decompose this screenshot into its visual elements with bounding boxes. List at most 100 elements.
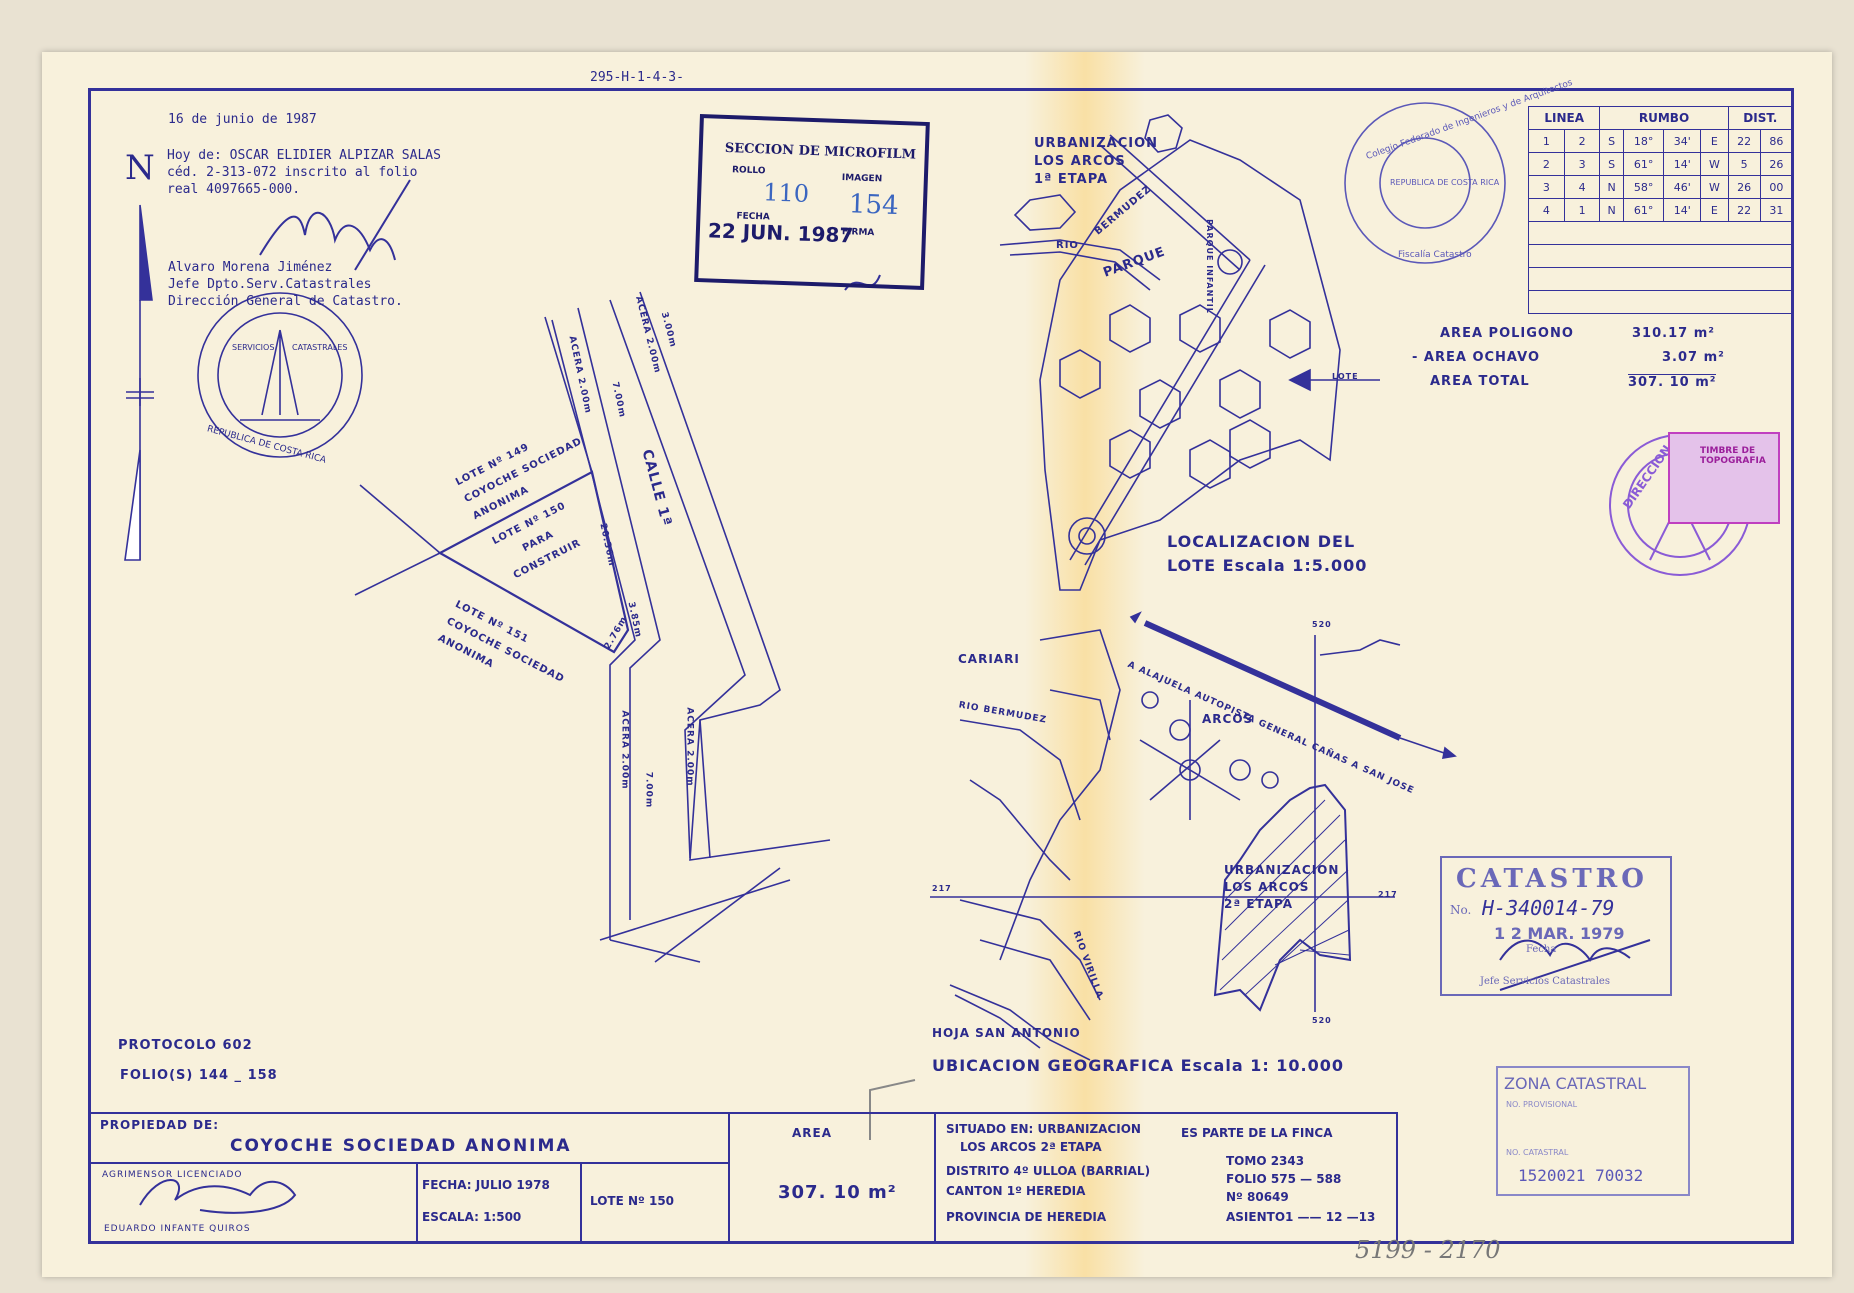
official-title-2: Dirección General de Catastro.: [168, 294, 403, 309]
propiedad-value: COYOCHE SOCIEDAD ANONIMA: [230, 1136, 572, 1156]
colegio-seal: [1344, 102, 1506, 264]
table-header: DIST.: [1727, 106, 1794, 130]
protocolo-line-1: PROTOCOLO 602: [118, 1038, 253, 1053]
official-name: Alvaro Morena Jiménez: [168, 260, 333, 275]
area-poligono-value: 310.17 m²: [1632, 326, 1715, 341]
situado-line-2: LOS ARCOS 2ª ETAPA: [960, 1140, 1102, 1154]
catastro-title: CATASTRO: [1456, 864, 1648, 894]
agrimensor-name: EDUARDO INFANTE QUIROS: [104, 1224, 251, 1234]
catastro-fecha-label: Fecha: [1526, 944, 1557, 955]
distrito: DISTRITO 4º ULLOA (BARRIAL): [946, 1164, 1151, 1178]
agrimensor-cell: AGRIMENSOR LICENCIADO EDUARDO INFANTE QU…: [88, 1162, 418, 1244]
lot-150-polygon: [354, 316, 630, 654]
catastro-no-value: H-340014-79: [1482, 896, 1615, 920]
geo-grid-217-right: 217: [1378, 890, 1398, 899]
finca-asiento: ASIENTO1 —— 12 —13: [1226, 1210, 1376, 1224]
zona-cat-label: NO. CATASTRAL: [1506, 1148, 1569, 1157]
microfilm-title: SECCION DE MICROFILM: [724, 140, 917, 163]
area-cell: AREA 307. 10 m²: [728, 1112, 936, 1244]
loc-los-arcos: LOS ARCOS: [1034, 154, 1126, 169]
table-header: LINEA: [1527, 106, 1601, 130]
geo-grid-217-left: 217: [932, 884, 952, 893]
firma-label: FIRMA: [841, 227, 875, 239]
loc-urbanizacion: URBANIZACION: [1034, 136, 1159, 151]
fecha-value: 22 JUN. 1987: [707, 218, 854, 248]
finca-numero: Nº 80649: [1226, 1190, 1289, 1204]
titleblock-area-label: AREA: [792, 1126, 833, 1140]
imagen-value: 154: [848, 189, 900, 222]
area-total-label: AREA TOTAL: [1430, 374, 1530, 389]
area-total-value: 307. 10 m²: [1628, 374, 1717, 390]
catastro-signature: [1499, 939, 1651, 991]
imagen-label: IMAGEN: [841, 173, 883, 185]
acera-low-2-label: ACERA 2.00m: [684, 707, 695, 787]
lote-cell: LOTE Nº 150: [580, 1162, 730, 1244]
zona-prov-label: NO. PROVISIONAL: [1506, 1100, 1578, 1109]
propiedad-cell: PROPIEDAD DE: COYOCHE SOCIEDAD ANONIMA: [88, 1112, 730, 1164]
zona-number: 1520021 70032: [1518, 1166, 1644, 1185]
table-header: RUMBO: [1599, 106, 1729, 130]
zona-catastral-stamp: ZONA CATASTRAL NO. PROVISIONAL NO. CATAS…: [1496, 1066, 1690, 1196]
geo-map-lines: [930, 611, 1457, 1061]
situado-cell: SITUADO EN: URBANIZACION LOS ARCOS 2ª ET…: [934, 1112, 1398, 1244]
document-date: 16 de junio de 1987: [168, 112, 317, 127]
geo-title: UBICACION GEOGRAFICA Escala 1: 10.000: [932, 1056, 1345, 1075]
geo-grid-520-top: 520: [1312, 620, 1332, 629]
location-map-lines: [999, 114, 1380, 591]
catastro-no-label: No.: [1450, 903, 1472, 917]
geo-grid-520-bottom: 520: [1312, 1016, 1332, 1025]
titleblock-escala: ESCALA: 1:500: [422, 1210, 522, 1224]
titleblock-fecha: FECHA: JULIO 1978: [422, 1178, 550, 1192]
geo-cariari: CARIARI: [958, 652, 1020, 666]
servicios-catastrales-seal: [197, 292, 363, 458]
handwritten-number: 5199 - 2170: [1355, 1236, 1501, 1264]
microfilm-stamp: SECCION DE MICROFILM ROLLO IMAGEN 110 15…: [694, 114, 930, 290]
provincia: PROVINCIA DE HEREDIA: [946, 1210, 1107, 1224]
finca-label: ES PARTE DE LA FINCA: [1181, 1126, 1333, 1140]
timbre-stamp: TIMBRE DE TOPOGRAFIA: [1668, 432, 1780, 524]
protocolo-line-2: FOLIO(S) 144 _ 158: [120, 1068, 278, 1083]
reference-code: 295-H-1-4-3-: [590, 70, 684, 85]
canton: CANTON 1º HEREDIA: [946, 1184, 1086, 1198]
width-700b-label: 7.00m: [643, 771, 654, 809]
loc-parque-infantil: PARQUE INFANTIL: [1204, 219, 1214, 314]
loc-etapa: 1ª ETAPA: [1034, 172, 1109, 187]
area-poligono-label: AREA POLIGONO: [1440, 326, 1574, 341]
official-signature: [259, 179, 881, 291]
north-arrow-icon: [139, 204, 153, 301]
zona-title: ZONA CATASTRAL: [1504, 1074, 1647, 1093]
rollo-label: ROLLO: [731, 165, 766, 177]
agrimensor-label: AGRIMENSOR LICENCIADO: [102, 1170, 243, 1180]
geo-arcos: ARCOS: [1202, 712, 1254, 726]
loc-title-2: LOTE Escala 1:5.000: [1167, 556, 1368, 575]
north-icon: N: [125, 148, 155, 188]
colegio-seal-center: REPUBLICA DE COSTA RICA: [1390, 178, 1500, 187]
titleblock-lote: LOTE Nº 150: [590, 1194, 675, 1208]
street-calle-1: [551, 291, 831, 963]
seal-servicios-text: SERVICIOS: [232, 343, 275, 352]
catastro-stamp: CATASTRO No. H-340014-79 1 2 MAR. 1979 F…: [1440, 856, 1672, 996]
owner-line-1: Hoy de: OSCAR ELIDIER ALPIZAR SALAS: [167, 148, 441, 163]
loc-rio: RIO: [1056, 240, 1079, 251]
finca-tomo: TOMO 2343: [1226, 1154, 1305, 1168]
fecha-escala-cell: FECHA: JULIO 1978 ESCALA: 1:500: [416, 1162, 582, 1244]
geo-urbanizacion: URBANIZACION: [1224, 863, 1340, 877]
titleblock-area-value: 307. 10 m²: [778, 1182, 897, 1203]
rollo-value: 110: [762, 178, 810, 208]
propiedad-label: PROPIEDAD DE:: [100, 1118, 220, 1132]
finca-folio: FOLIO 575 — 588: [1226, 1172, 1342, 1186]
area-ochavo-value: 3.07 m²: [1662, 350, 1725, 365]
geo-los-arcos: LOS ARCOS: [1224, 880, 1310, 894]
hatch-lines: [1219, 799, 1350, 996]
official-title-1: Jefe Dpto.Serv.Catastrales: [168, 277, 372, 292]
seal-catastrales-text: CATASTRALES: [292, 343, 348, 352]
catastro-jefe: Jefe Servicios Catastrales: [1480, 976, 1610, 987]
owner-line-3: real 4097665-000.: [167, 182, 301, 197]
area-ochavo-label: - AREA OCHAVO: [1412, 350, 1540, 365]
colegio-seal-fiscalia: Fiscalía Catastro: [1398, 250, 1472, 260]
catastro-date: 1 2 MAR. 1979: [1494, 924, 1625, 943]
